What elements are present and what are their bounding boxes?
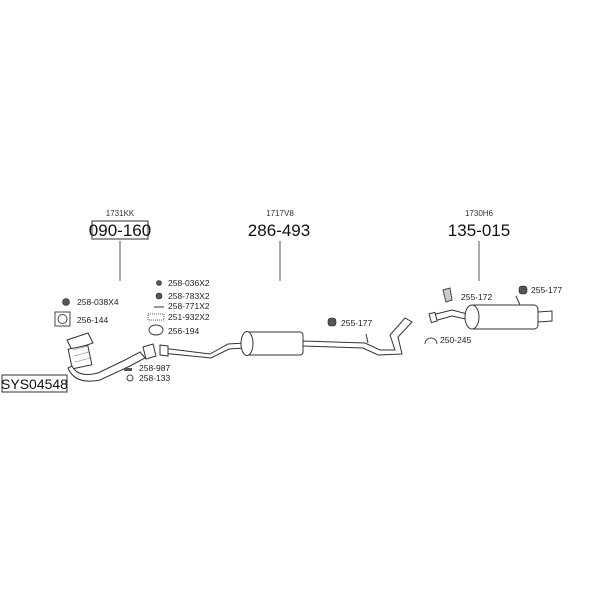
ring-gasket-icon xyxy=(148,324,164,336)
intermediate-pipe[interactable] xyxy=(161,342,246,359)
group-code-rear: 1730H6 xyxy=(465,209,494,218)
system-id-box xyxy=(1,374,68,393)
part-number-front[interactable]: 090-160 xyxy=(89,221,151,240)
middle-flange xyxy=(159,344,169,357)
nut-icon xyxy=(62,298,70,306)
nut-icon xyxy=(156,280,162,286)
system-id: SYS04548 xyxy=(1,376,68,392)
part-label[interactable]: 258-133 xyxy=(139,373,170,383)
part-label[interactable]: 258-036X2 xyxy=(168,278,210,288)
hanger-icon xyxy=(327,317,337,327)
bracket-icon xyxy=(442,287,453,303)
rear-muffler[interactable] xyxy=(464,304,553,330)
part-label[interactable]: 255-177 xyxy=(531,285,562,295)
middle-muffler[interactable] xyxy=(240,331,304,356)
clamp-icon xyxy=(424,337,438,345)
part-number-box xyxy=(91,220,149,240)
bolt-icon xyxy=(124,368,132,371)
part-number-rear[interactable]: 135-015 xyxy=(448,221,510,240)
front-flange xyxy=(142,343,157,360)
tail-connecting-pipe[interactable] xyxy=(302,317,413,356)
spring-icon xyxy=(147,313,165,321)
part-label[interactable]: 255-172 xyxy=(461,292,492,302)
part-label[interactable]: 255-177 xyxy=(341,318,372,328)
hanger-icon xyxy=(518,285,528,295)
part-label[interactable]: 258-987 xyxy=(139,363,170,373)
part-label[interactable]: 258-038X4 xyxy=(77,297,119,307)
group-code-middle: 1717V8 xyxy=(266,209,294,218)
washer-icon xyxy=(126,374,134,382)
part-number-middle[interactable]: 286-493 xyxy=(248,221,310,240)
part-label[interactable]: 258-783X2 xyxy=(168,291,210,301)
washer-icon xyxy=(155,292,163,300)
rear-clamp-sleeve xyxy=(428,311,438,324)
part-label[interactable]: 256-194 xyxy=(168,326,199,336)
catalytic-converter[interactable] xyxy=(66,332,146,382)
part-label[interactable]: 258-771X2 xyxy=(168,301,210,311)
gasket-hole-icon xyxy=(57,314,68,324)
part-label[interactable]: 256-144 xyxy=(77,315,108,325)
part-label[interactable]: 250-245 xyxy=(440,335,471,345)
hanger-pin xyxy=(365,333,369,344)
group-code-front: 1731KK xyxy=(106,209,135,218)
part-label[interactable]: 251-932X2 xyxy=(168,312,210,322)
hanger-pin xyxy=(515,295,521,306)
gasket-icon xyxy=(54,311,71,327)
